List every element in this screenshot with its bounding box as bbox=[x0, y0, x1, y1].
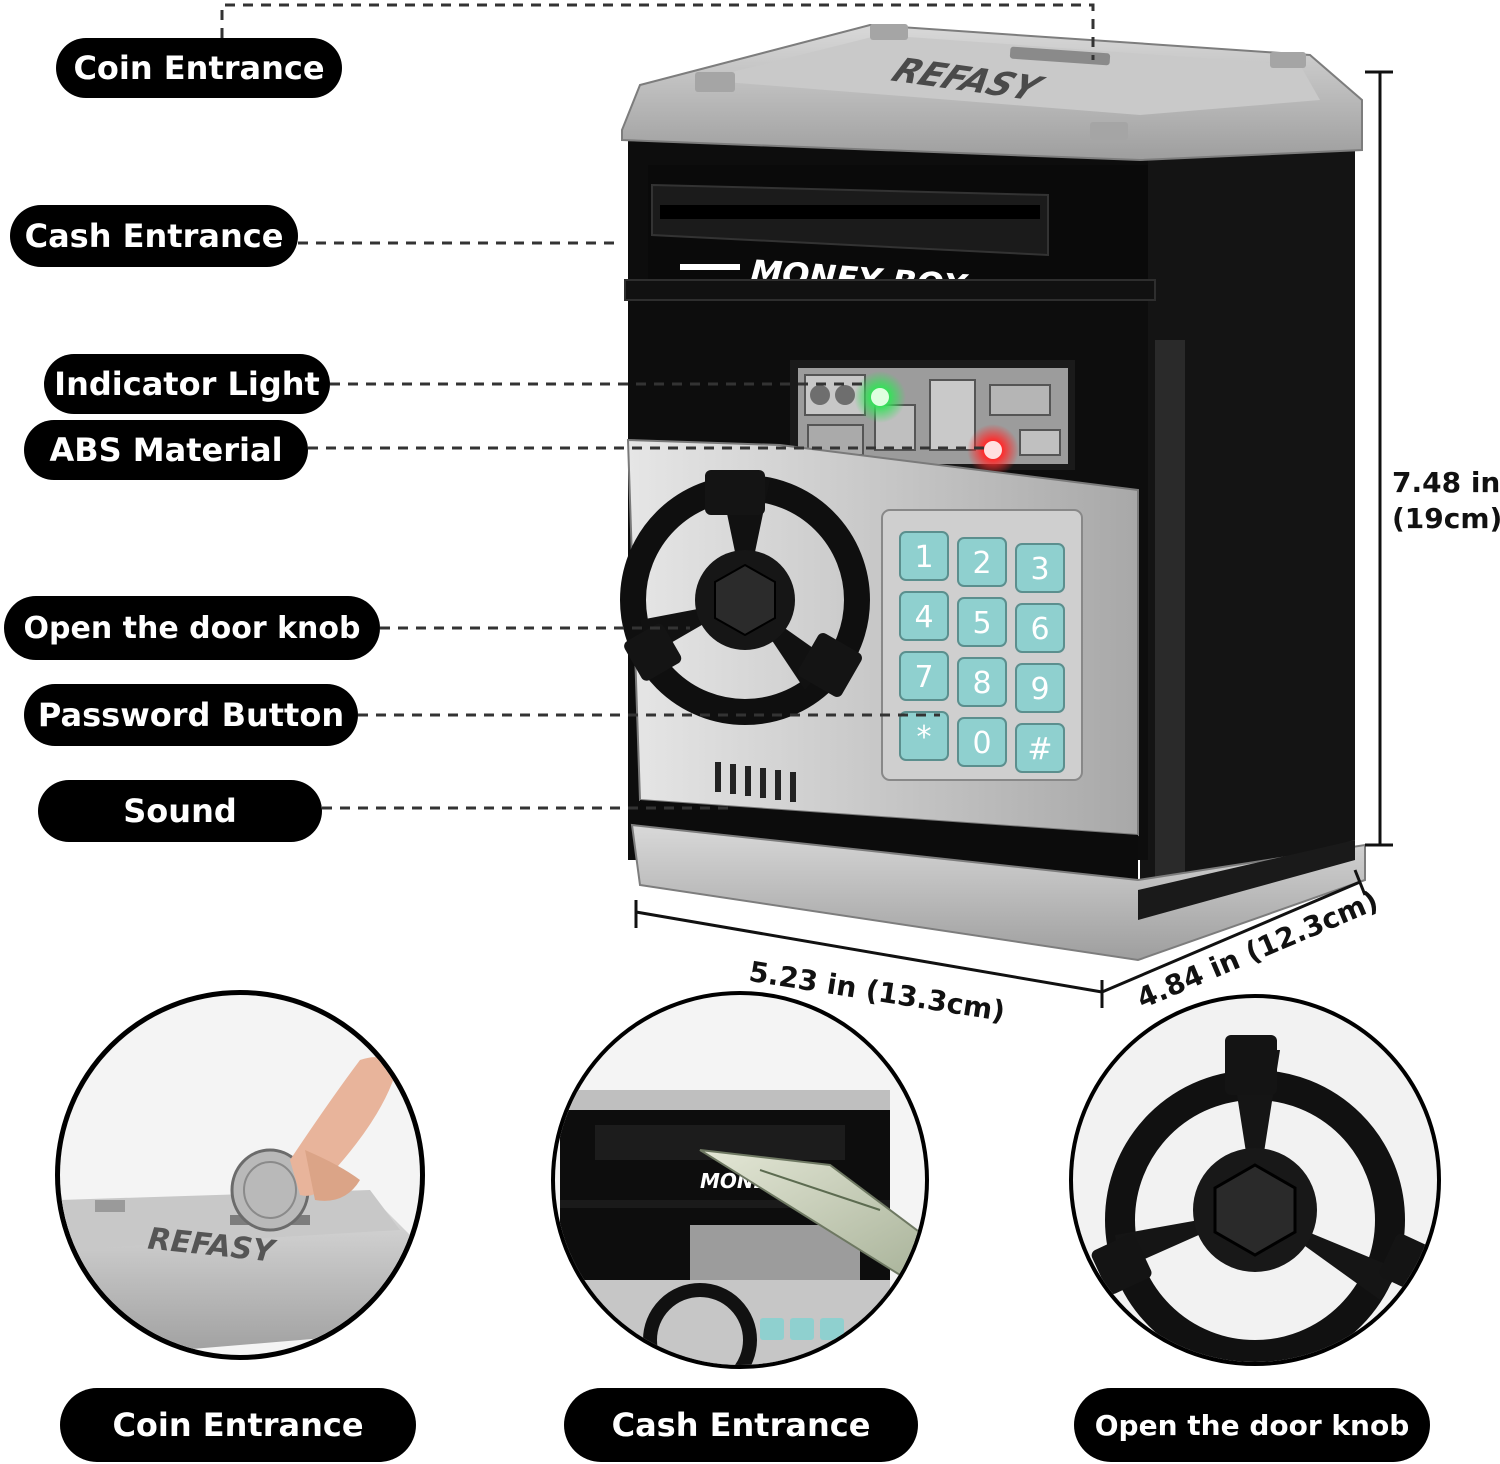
keypad-key: * bbox=[899, 711, 949, 761]
label-indicator-light: Indicator Light bbox=[44, 354, 330, 414]
height-inches: 7.48 in bbox=[1392, 466, 1500, 499]
keypad-key: 2 bbox=[957, 537, 1007, 587]
detail-door-knob bbox=[1069, 994, 1441, 1366]
password-keypad: 1 2 3 4 5 6 7 8 9 * 0 # bbox=[881, 509, 1083, 781]
keypad-key-label: 9 bbox=[1030, 672, 1049, 707]
keypad-key: 3 bbox=[1015, 543, 1065, 593]
detail-coin-entrance: REFASY bbox=[55, 990, 425, 1360]
caption-cash-entrance: Cash Entrance bbox=[564, 1388, 918, 1462]
label-cash-entrance: Cash Entrance bbox=[10, 205, 298, 267]
label-open-door-knob: Open the door knob bbox=[4, 596, 380, 660]
keypad-key: 8 bbox=[957, 657, 1007, 707]
circuit-board bbox=[798, 368, 1068, 464]
keypad-key: 4 bbox=[899, 591, 949, 641]
keypad-key-label: 7 bbox=[914, 660, 933, 695]
keypad-key-label: * bbox=[917, 720, 932, 755]
keypad-key: 9 bbox=[1015, 663, 1065, 713]
keypad-key-label: 1 bbox=[914, 540, 933, 575]
keypad-key: 1 bbox=[899, 531, 949, 581]
keypad-key-label: 8 bbox=[972, 666, 991, 701]
keypad-key-label: # bbox=[1027, 732, 1052, 767]
keypad-key-label: 5 bbox=[972, 606, 991, 641]
keypad-key: 7 bbox=[899, 651, 949, 701]
speaker-grill-icon bbox=[715, 762, 796, 802]
door-knob-icon bbox=[620, 470, 870, 725]
keypad-key: # bbox=[1015, 723, 1065, 773]
keypad-key-label: 4 bbox=[914, 600, 933, 635]
money-box-body: REFASY MONEY BOX bbox=[620, 23, 1366, 962]
keypad-key: 6 bbox=[1015, 603, 1065, 653]
keypad-key: 0 bbox=[957, 717, 1007, 767]
label-password-button: Password Button bbox=[24, 684, 358, 746]
keypad-key-label: 2 bbox=[972, 546, 991, 581]
label-abs-material: ABS Material bbox=[24, 420, 308, 480]
keypad-key-label: 3 bbox=[1030, 552, 1049, 587]
dimension-lines bbox=[634, 70, 1393, 1008]
keypad-key: 5 bbox=[957, 597, 1007, 647]
keypad-key-label: 6 bbox=[1030, 612, 1049, 647]
caption-open-door-knob: Open the door knob bbox=[1074, 1388, 1430, 1462]
keypad-key-label: 0 bbox=[972, 726, 991, 761]
caption-coin-entrance: Coin Entrance bbox=[60, 1388, 416, 1462]
leader-lines bbox=[220, 3, 1095, 810]
label-sound: Sound bbox=[38, 780, 322, 842]
detail-cash-entrance: MONE bbox=[551, 991, 929, 1369]
height-cm: (19cm) bbox=[1392, 502, 1500, 535]
label-coin-entrance: Coin Entrance bbox=[56, 38, 342, 98]
